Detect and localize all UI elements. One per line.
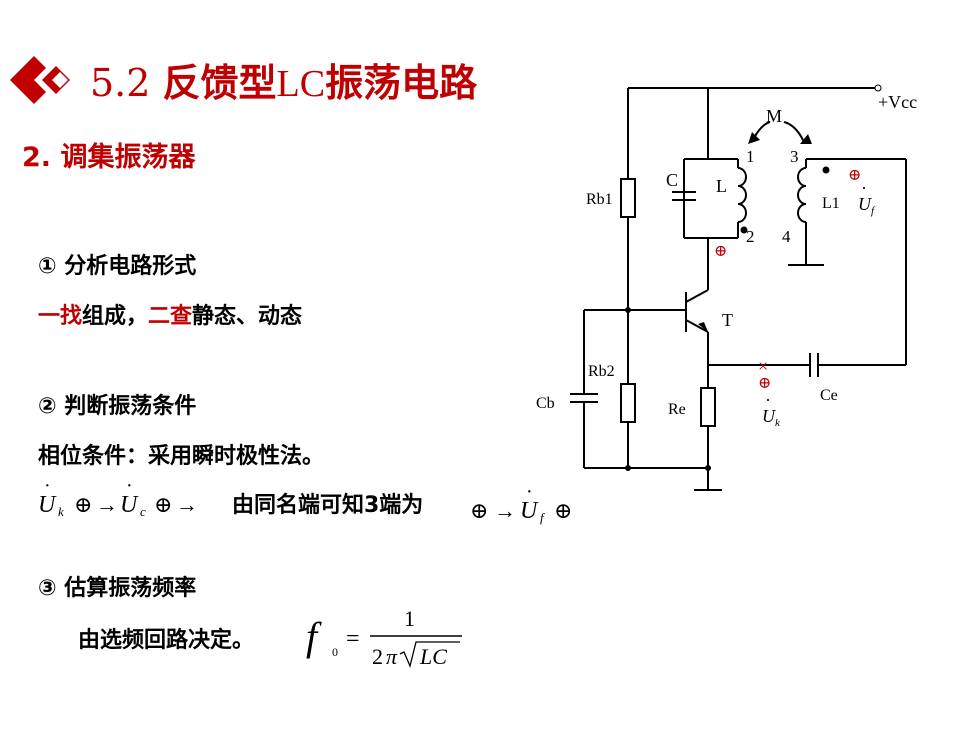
svg-text:k: k — [775, 417, 781, 429]
page-title: 5.2 反馈型LC振荡电路 — [90, 61, 478, 105]
svg-text:1: 1 — [404, 606, 415, 631]
label-Re: Re — [668, 401, 686, 418]
label-Uf: U — [858, 194, 872, 214]
svg-text:U: U — [120, 492, 139, 518]
svg-text:f: f — [871, 205, 876, 217]
step1-line: 一找组成，二查静态、动态 — [38, 304, 303, 329]
svg-text:⊕: ⊕ — [470, 498, 488, 523]
label-L1: L1 — [822, 195, 840, 212]
svg-text:·: · — [44, 478, 51, 497]
svg-text:×: × — [758, 356, 768, 376]
pin-4: 4 — [782, 227, 791, 246]
svg-text:⊕: ⊕ — [848, 167, 861, 184]
label-M: M — [766, 106, 782, 126]
svg-text:·: · — [526, 481, 533, 503]
frequency-formula: f 0 = 1 2 π LC — [306, 606, 462, 669]
svg-text:f: f — [306, 614, 322, 659]
svg-text:2: 2 — [372, 644, 383, 669]
label-Rb2: Rb2 — [588, 363, 615, 380]
chain-text: 由同名端可知3端为 — [232, 492, 423, 518]
svg-text:⊕: ⊕ — [758, 375, 771, 392]
vcc-label: +Vcc — [878, 92, 917, 112]
step1-heading: ① 分析电路形式 — [38, 254, 197, 279]
svg-text:→: → — [494, 498, 516, 523]
label-T: T — [722, 310, 733, 330]
label-C: C — [666, 170, 678, 190]
svg-text:f: f — [540, 510, 546, 525]
svg-text:⊕: ⊕ — [74, 492, 92, 517]
svg-text:U: U — [520, 498, 539, 524]
svg-text:·: · — [861, 178, 867, 198]
svg-text:0: 0 — [332, 645, 338, 659]
svg-text:⊕: ⊕ — [554, 498, 572, 523]
label-Rb1: Rb1 — [586, 191, 613, 208]
section-subtitle: 2. 调集振荡器 — [22, 142, 196, 173]
svg-text:U: U — [38, 492, 57, 518]
step3-text: 由选频回路决定。 — [78, 628, 255, 653]
pin-2: 2 — [746, 227, 755, 246]
svg-text:⊕: ⊕ — [714, 243, 727, 260]
step3-heading: ③ 估算振荡频率 — [38, 576, 197, 601]
svg-text:⊕: ⊕ — [154, 492, 172, 517]
label-L: L — [716, 176, 727, 196]
pin-3: 3 — [790, 147, 799, 166]
circuit-diagram: +Vcc M C L L1 T Rb1 Rb2 Cb Re Ce 1 2 3 4… — [536, 84, 917, 491]
phase-condition-text: 相位条件：采用瞬时极性法。 — [38, 444, 325, 469]
svg-text:·: · — [126, 478, 133, 497]
label-Cb: Cb — [536, 395, 555, 412]
svg-text:=: = — [346, 626, 360, 652]
svg-text:·: · — [765, 390, 771, 410]
pin-1: 1 — [746, 147, 755, 166]
svg-text:c: c — [140, 504, 146, 519]
svg-text:LC: LC — [419, 644, 447, 669]
svg-text:k: k — [58, 504, 64, 519]
svg-text:→: → — [96, 492, 118, 517]
diamond-logo-icon — [10, 56, 70, 104]
label-Uk: U — [762, 406, 776, 426]
label-Ce: Ce — [820, 387, 838, 404]
svg-text:π: π — [386, 644, 398, 669]
svg-text:→: → — [176, 492, 198, 517]
step2-heading: ② 判断振荡条件 — [38, 394, 197, 419]
